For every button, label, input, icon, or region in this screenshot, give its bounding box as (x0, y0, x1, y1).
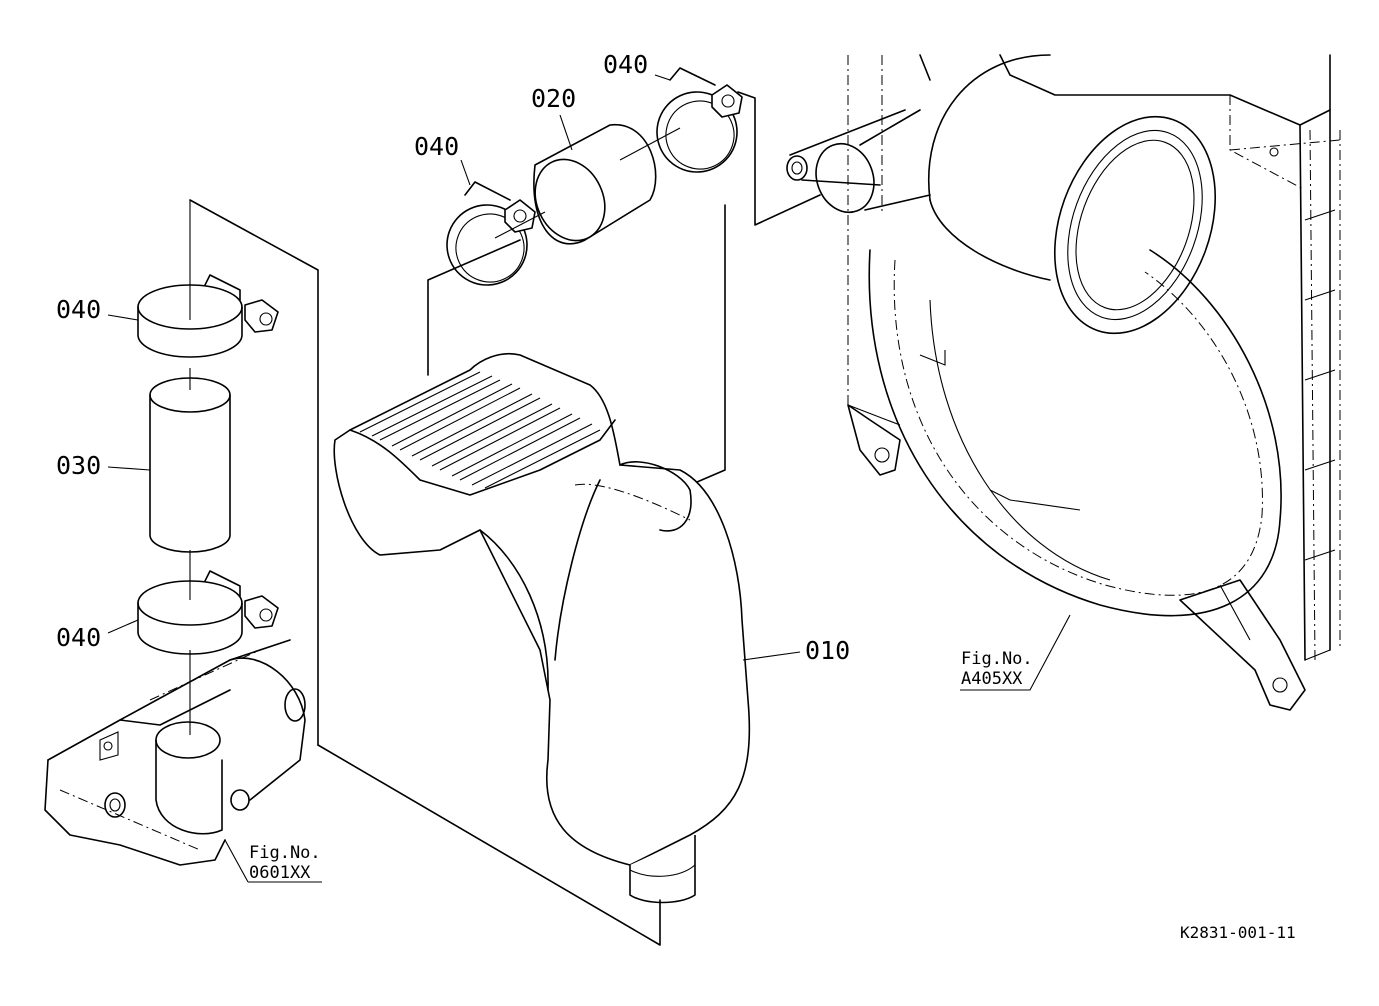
callout-030: 030 (56, 451, 101, 480)
intake-manifold-drawing (44, 639, 306, 866)
fig-ref-left-line1: Fig.No. (249, 843, 321, 863)
hose-020-assembly (427, 67, 743, 486)
callout-010: 010 (805, 636, 850, 665)
drawing-code: K2831-001-11 (1180, 923, 1296, 942)
leader-lines (107, 74, 1071, 883)
hose-030-assembly (137, 199, 319, 746)
callout-040-upper: 040 (56, 295, 101, 324)
callout-040-top-right: 040 (603, 50, 648, 79)
fig-ref-left-line2: 0601XX (249, 863, 311, 883)
callout-040-lower: 040 (56, 623, 101, 652)
callout-020: 020 (531, 84, 576, 113)
fig-ref-right-line2: A405XX (961, 669, 1023, 689)
callout-labels: 040 030 040 040 020 040 010 Fig.No. 0601… (56, 50, 1296, 942)
fan-shroud-drawing (737, 54, 1341, 711)
callout-040-top-left: 040 (414, 132, 459, 161)
air-cleaner-duct-010 (317, 352, 751, 946)
fig-ref-right-line1: Fig.No. (961, 649, 1033, 669)
